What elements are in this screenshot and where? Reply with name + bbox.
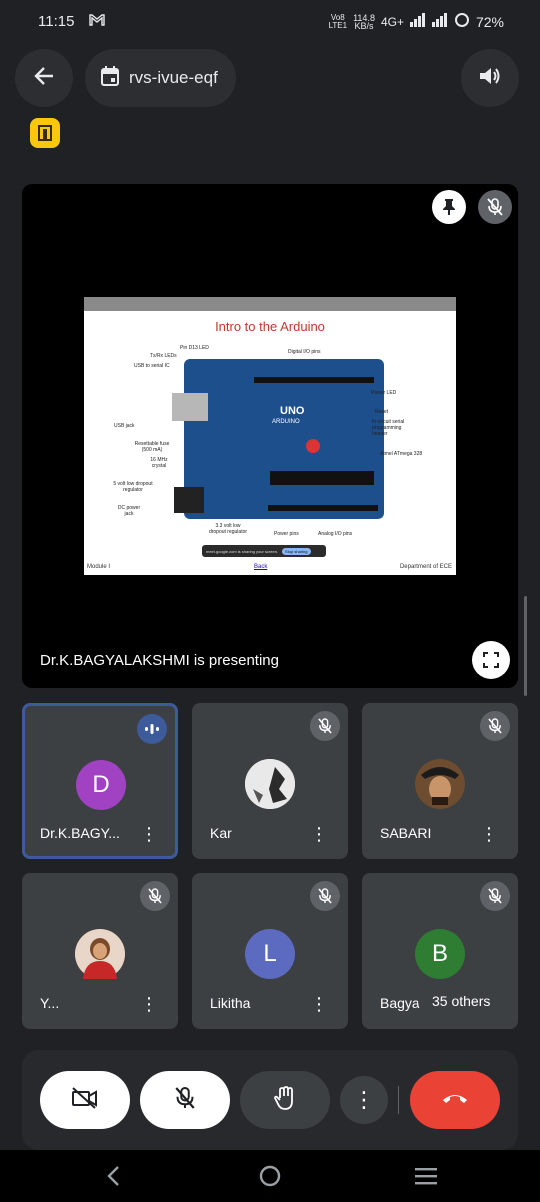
avatar [415,759,465,809]
meeting-info-button[interactable]: rvs-ivue-eqf [85,49,236,107]
presenter-label: Dr.K.BAGYALAKSHMI is presenting [40,652,279,669]
mic-off-icon [478,190,512,224]
back-button[interactable] [15,49,73,107]
network-type: 4G+ [380,14,404,29]
mic-off-icon [480,881,510,911]
slide-footer-left: Module I [87,564,111,570]
raise-hand-button[interactable] [240,1071,330,1129]
participant-tile[interactable]: L Likitha ⋮ [192,873,348,1029]
speaker-icon [478,65,502,92]
slide-title: Intro to the Arduino [215,319,325,334]
nav-recents-icon[interactable] [414,1166,438,1191]
avatar: L [245,929,295,979]
participant-name: Y... [40,995,60,1011]
mic-off-icon [310,711,340,741]
others-count-button[interactable]: 35 others [418,982,505,1020]
avatar: B [415,929,465,979]
nav-back-icon[interactable] [104,1164,124,1193]
screen-share-notice: meet.google.com is sharing your screen. … [202,545,326,557]
more-options-icon[interactable]: ⋮ [310,824,328,844]
more-options-icon[interactable]: ⋮ [480,824,498,844]
scroll-indicator[interactable] [524,596,527,696]
mic-off-icon [140,881,170,911]
avatar [75,929,125,979]
more-vert-icon: ⋮ [353,1087,375,1112]
slide-back-link[interactable]: Back [254,564,268,570]
mic-toggle-button[interactable] [140,1071,230,1129]
mic-off-icon [310,881,340,911]
pin-button[interactable] [432,190,466,224]
fullscreen-button[interactable] [472,641,510,679]
shared-slide: Intro to the Arduino UNO ARDUINO Pin D13… [84,297,456,575]
divider [398,1086,399,1114]
participant-name: Bagya [380,995,420,1011]
speaking-indicator-icon [137,714,167,744]
system-nav-bar [0,1150,540,1202]
more-options-button[interactable]: ⋮ [340,1076,388,1124]
mic-off-icon [175,1086,195,1115]
participant-tile[interactable]: SABARI ⋮ [362,703,518,859]
presenter-mic-muted [478,190,512,224]
host-controls-icon[interactable] [30,118,60,148]
more-options-icon[interactable]: ⋮ [310,994,328,1014]
battery-percent: 72% [475,13,504,30]
camera-off-icon [71,1086,99,1114]
end-call-button[interactable] [410,1071,500,1129]
stop-sharing-button[interactable]: Stop sharing [282,547,311,555]
audio-output-button[interactable] [461,49,519,107]
participant-name: Kar [210,825,232,841]
mic-off-icon [480,711,510,741]
participant-tile[interactable]: D Dr.K.BAGY... ⋮ [22,703,178,859]
arrow-left-icon [33,65,55,92]
phone-hangup-icon [441,1091,469,1110]
more-options-icon[interactable]: ⋮ [140,994,158,1014]
avatar: D [76,760,126,810]
pin-icon [432,190,466,224]
gmail-icon [89,13,105,30]
participant-tile[interactable]: Y... ⋮ [22,873,178,1029]
status-time: 11:15 [38,13,75,30]
fullscreen-icon [472,641,510,679]
meeting-code: rvs-ivue-eqf [129,68,218,87]
nav-home-icon[interactable] [258,1164,282,1193]
participant-name: Dr.K.BAGY... [40,825,120,841]
arduino-board-image: UNO ARDUINO [172,359,384,519]
signal-icon [409,13,426,30]
participant-name: Likitha [210,995,251,1011]
slide-footer-right: Department of ECE [399,564,452,570]
signal-icon-2 [431,13,448,30]
battery-icon [454,12,470,31]
avatar [245,759,295,809]
calendar-icon [101,65,119,91]
participant-name: SABARI [380,825,432,841]
more-options-icon[interactable]: ⋮ [140,824,158,844]
camera-toggle-button[interactable] [40,1071,130,1129]
participant-tile[interactable]: Kar ⋮ [192,703,348,859]
hand-icon [273,1085,297,1116]
